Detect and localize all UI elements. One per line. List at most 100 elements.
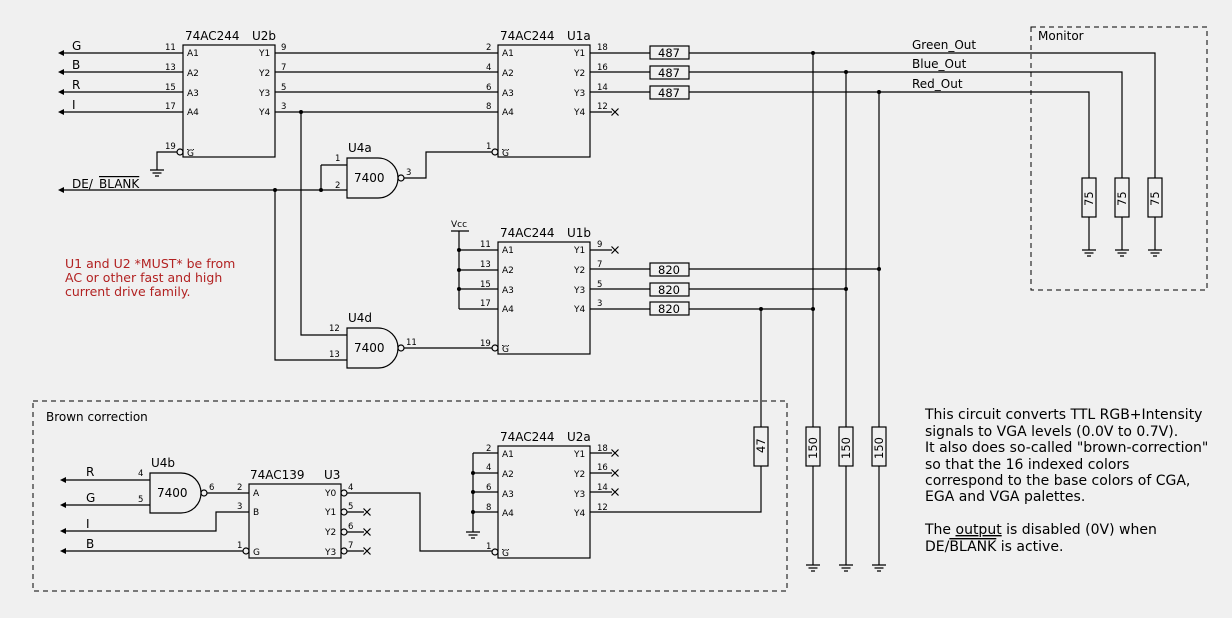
- u2b-pin-a4: A4: [187, 108, 199, 118]
- signal-de: DE/: [72, 177, 94, 191]
- u2a-pin-y4: Y4: [573, 509, 585, 519]
- u1b-pn-7: 7: [597, 260, 602, 270]
- r487-green-value: 487: [658, 46, 680, 60]
- u2a-pn-18: 18: [597, 444, 608, 454]
- u1a-ref: U1a: [567, 29, 591, 43]
- nc-x-u3-y3: [362, 546, 372, 556]
- resistor-820-blue: 820: [649, 282, 690, 297]
- r487-red-value: 487: [658, 86, 680, 100]
- u2a-pin-a3: A3: [502, 490, 514, 500]
- u2b-pn-13: 13: [165, 63, 176, 73]
- u1a-pn-14: 14: [597, 83, 608, 93]
- u1b-pin-a3: A3: [502, 286, 514, 296]
- u2a-part: 74AC244: [500, 430, 555, 444]
- u1b-pn-9: 9: [597, 240, 602, 250]
- u1b-pin-y4: Y4: [573, 305, 585, 315]
- u2a-pn-1: 1: [486, 542, 491, 552]
- chip-u3: 74AC139 U3 A B G Y0 Y1 Y2 Y3 2 3 1 4 5 6…: [237, 468, 353, 559]
- u1a-pn-1: 1: [486, 142, 491, 152]
- nc-x-u2a-y2: [610, 468, 620, 478]
- u1a-part: 74AC244: [500, 29, 555, 43]
- chip-u2b: 74AC244 U2b A1 A2 A3 A4 Y1 Y2 Y3 Y4 G 11…: [165, 29, 286, 159]
- u2b-pn-17: 17: [165, 102, 176, 112]
- u1b-part: 74AC244: [500, 226, 555, 240]
- u3-pin-y2: Y2: [324, 528, 336, 538]
- note-line-1: This circuit converts TTL RGB+Intensity: [924, 407, 1202, 423]
- u1a-pin-a4: A4: [502, 108, 514, 118]
- u2a-ref: U2a: [567, 430, 591, 444]
- signal-b: B: [72, 58, 80, 72]
- u1b-pn-5: 5: [597, 280, 602, 290]
- u4d-pn-12: 12: [329, 324, 340, 334]
- gate-u4a: U4a 7400 1 2 3: [335, 141, 411, 199]
- u2b-pin-y2: Y2: [258, 69, 270, 79]
- u4b-pn-4: 4: [138, 469, 143, 479]
- r75-blue-value: 75: [1115, 191, 1129, 206]
- u3-ref: U3: [324, 468, 340, 482]
- u1b-pin-y3: Y3: [573, 286, 585, 296]
- nc-x-u3-y1: [362, 507, 372, 517]
- u1a-pn-4: 4: [486, 63, 491, 73]
- u2a-pin-a4: A4: [502, 509, 514, 519]
- note-line-6: EGA and VGA palettes.: [925, 489, 1085, 505]
- u2a-pn-2: 2: [486, 444, 491, 454]
- warning-line-1: U1 and U2 *MUST* be from: [65, 256, 235, 271]
- bc-signal-i: I: [86, 517, 90, 531]
- brown-correction-box: [32, 400, 788, 592]
- signal-r: R: [72, 78, 80, 92]
- u1b-ref: U1b: [567, 226, 591, 240]
- brown-correction-label: Brown correction: [46, 410, 148, 424]
- bc-signal-r: R: [86, 465, 94, 479]
- u2a-pn-12: 12: [597, 503, 608, 513]
- resistor-150-red: 150: [871, 426, 887, 467]
- resistor-150-blue: 150: [838, 426, 854, 467]
- note-line-4: so that the 16 indexed colors: [925, 457, 1129, 473]
- u4b-pn-5: 5: [138, 495, 143, 505]
- nc-x-u3-y2: [362, 527, 372, 537]
- u2b-pin-a3: A3: [187, 89, 199, 99]
- u2b-pn-9: 9: [281, 43, 286, 53]
- resistor-150-green: 150: [805, 426, 821, 467]
- resistor-75-green: 75: [1147, 177, 1163, 218]
- u1b-pin-y2: Y2: [573, 266, 585, 276]
- note-7a: The: [924, 522, 956, 538]
- note-line-5: correspond to the base colors of CGA,: [925, 473, 1190, 489]
- r150-green-value: 150: [806, 437, 820, 459]
- u1b-pin-a1: A1: [502, 246, 514, 256]
- u2a-pn-6: 6: [486, 483, 491, 493]
- u4d-pn-11: 11: [406, 338, 417, 348]
- u1a-pin-y1: Y1: [573, 49, 585, 59]
- gate-u4b: U4b 7400 4 5 6: [138, 456, 214, 514]
- resistor-75-red: 75: [1081, 177, 1097, 218]
- u1b-pn-19: 19: [480, 339, 491, 349]
- u4b-pn-6: 6: [209, 483, 214, 493]
- r487-blue-value: 487: [658, 66, 680, 80]
- u3-pin-y1: Y1: [324, 508, 336, 518]
- note-line-2: signals to VGA levels (0.0V to 0.7V).: [925, 424, 1178, 440]
- vcc-label: Vcc: [451, 220, 467, 230]
- u2b-pin-a2: A2: [187, 69, 199, 79]
- u1b-pin-a4: A4: [502, 305, 514, 315]
- u3-part: 74AC139: [250, 468, 305, 482]
- u1b-pin-y1: Y1: [573, 246, 585, 256]
- u4b-ref: U4b: [151, 456, 175, 470]
- note-line-7: The output is disabled (0V) when: [924, 522, 1157, 538]
- r150-blue-value: 150: [839, 437, 853, 459]
- u4a-pn-3: 3: [406, 168, 411, 178]
- u1a-pin-y4: Y4: [573, 108, 585, 118]
- resistor-47: 47: [753, 426, 769, 467]
- nc-x-u1b-y1: [610, 245, 620, 255]
- warning-line-2: AC or other fast and high: [65, 270, 222, 285]
- note-8a: DE/: [925, 539, 950, 555]
- u2a-pin-a1: A1: [502, 450, 514, 460]
- u1a-pn-12: 12: [597, 102, 608, 112]
- u2b-pn-19: 19: [165, 142, 176, 152]
- u3-pn-4: 4: [348, 483, 353, 493]
- u4d-ref: U4d: [348, 311, 372, 325]
- u2a-pin-a2: A2: [502, 470, 514, 480]
- note-7c: is disabled (0V) when: [1002, 522, 1157, 538]
- u2a-pin-y1: Y1: [573, 450, 585, 460]
- u2b-pin-y4: Y4: [258, 108, 270, 118]
- u2b-pin-y1: Y1: [258, 49, 270, 59]
